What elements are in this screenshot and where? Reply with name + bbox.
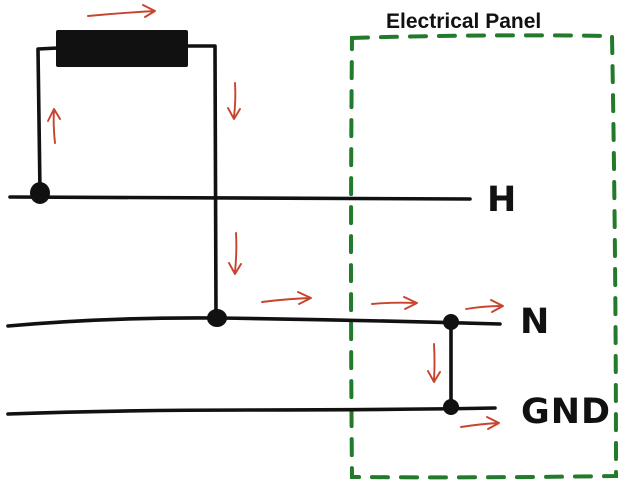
current-arrow-icon [227, 82, 241, 120]
electrical-panel-border [349, 33, 619, 480]
resistor-icon [56, 30, 188, 67]
load-wire-right [184, 44, 218, 319]
junction-dot-icon [207, 309, 227, 327]
junction-dot-icon [443, 399, 459, 415]
hot-label: H [487, 180, 517, 220]
current-arrow-icon [47, 108, 61, 144]
current-arrow-icon [87, 4, 156, 18]
neutral-label: N [520, 302, 550, 342]
junction-dot-icon [443, 314, 459, 330]
ground-label: GND [521, 392, 611, 432]
hot-wire [8, 195, 472, 201]
neutral-wire [6, 316, 502, 328]
current-arrow-icon [460, 416, 500, 430]
current-arrow-icon [228, 232, 242, 275]
load-wire-left [36, 46, 60, 194]
current-arrow-icon [261, 291, 312, 305]
ground-wire [6, 406, 497, 416]
junction-dot-icon [30, 182, 50, 204]
current-arrow-icon [465, 299, 504, 313]
current-arrow-icon [371, 296, 418, 310]
current-arrow-icon [427, 343, 441, 383]
panel-title: Electrical Panel [386, 10, 541, 33]
